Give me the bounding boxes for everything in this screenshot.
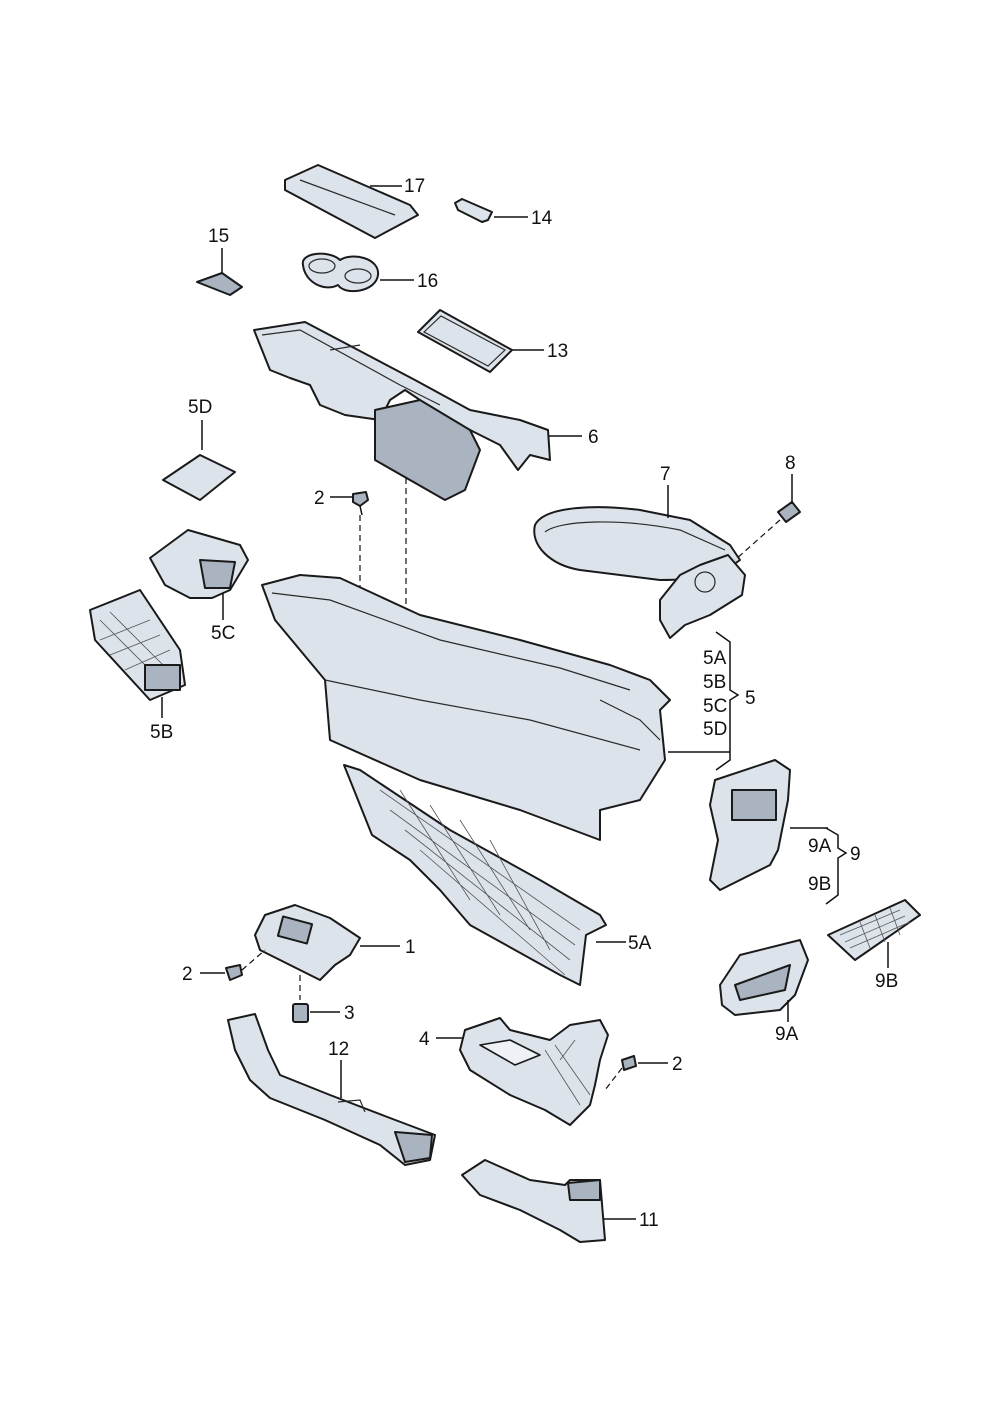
part-2-screw-left (225, 964, 243, 981)
callout-17: 17 (404, 176, 425, 197)
callout-2-right: 2 (672, 1054, 683, 1075)
callout-3: 3 (344, 1003, 355, 1024)
part-13-mat (417, 309, 513, 373)
part-9B-storage-net (827, 899, 921, 961)
group-label-5B: 5B (703, 672, 726, 693)
part-17-cover-plate (284, 164, 419, 239)
part-11-rear-air-duct (461, 1159, 606, 1243)
callout-9A: 9A (775, 1024, 799, 1045)
callout-15: 15 (208, 226, 229, 247)
callout-5C-left: 5C (211, 623, 235, 644)
part-3-clip (292, 1003, 309, 1023)
part-8-screw (777, 501, 801, 523)
callout-7: 7 (660, 464, 671, 485)
callout-11: 11 (639, 1210, 659, 1231)
group-label-9A: 9A (808, 836, 832, 857)
callout-8: 8 (785, 453, 796, 474)
part-7-armrest (533, 506, 741, 581)
callout-16: 16 (417, 271, 438, 292)
part-16-cupholder-insert (301, 252, 380, 293)
callout-14: 14 (531, 208, 553, 229)
group-label-5A: 5A (703, 648, 727, 669)
group-label-5D: 5D (703, 719, 727, 740)
part-2-screw-top (352, 491, 369, 516)
part-5B-side-frame (89, 589, 186, 701)
group-label-5: 5 (745, 688, 756, 709)
callout-2-top: 2 (314, 488, 325, 509)
group-label-5C: 5C (703, 696, 727, 717)
group-label-9: 9 (850, 844, 861, 865)
callout-5B-left: 5B (150, 722, 173, 743)
part-5C-cup-tray (149, 529, 249, 599)
group-label-9B: 9B (808, 874, 831, 895)
part-5-main-console-body (261, 574, 671, 841)
callout-12: 12 (328, 1039, 349, 1060)
part-9A-cupholder-insert (719, 939, 809, 1016)
part-2-screw-right (621, 1055, 637, 1071)
part-15-trim-piece (196, 272, 243, 296)
part-4-rear-bracket (459, 1017, 609, 1126)
callout-2-left: 2 (182, 964, 193, 985)
part-7-armrest-bracket (659, 554, 746, 639)
part-1-bracket (254, 904, 361, 981)
callout-5A: 5A (628, 933, 652, 954)
callout-13: 13 (547, 341, 568, 362)
part-9-cupholder-housing (709, 759, 791, 891)
part-6-upper-console-trim (253, 321, 551, 501)
callout-4: 4 (419, 1029, 430, 1050)
callout-9B: 9B (875, 971, 898, 992)
part-12-air-duct (227, 1013, 436, 1166)
callout-6: 6 (588, 427, 599, 448)
part-5A-side-grille (343, 764, 607, 986)
callout-5D-top: 5D (188, 397, 212, 418)
callout-1: 1 (405, 937, 416, 958)
part-5D-pad (162, 454, 236, 501)
part-14-small-insert (454, 198, 493, 223)
